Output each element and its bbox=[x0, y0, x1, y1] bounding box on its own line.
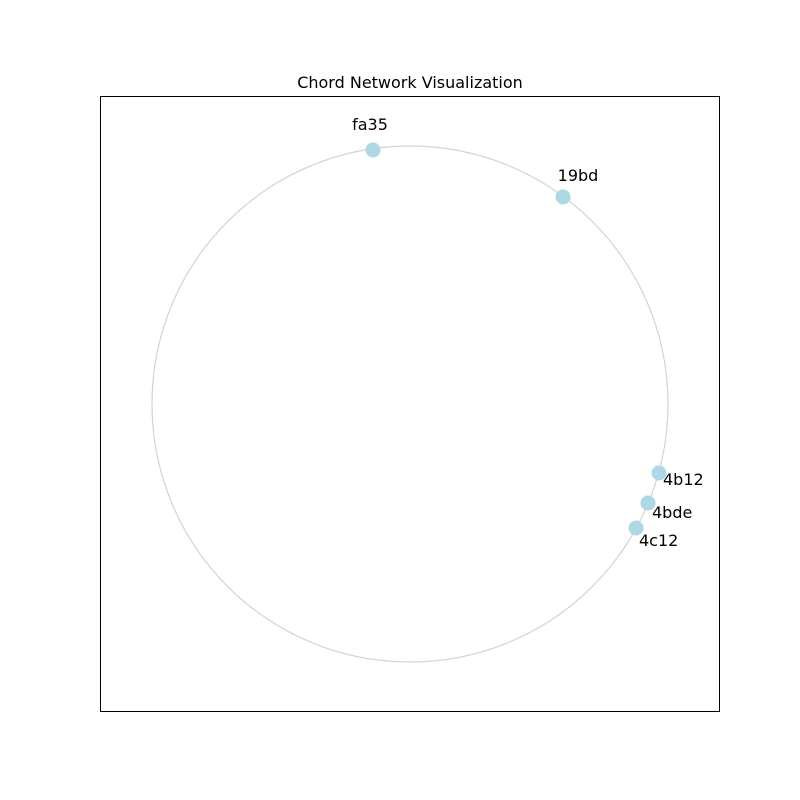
node-label-4c12: 4c12 bbox=[639, 531, 678, 550]
plot-frame bbox=[100, 96, 720, 712]
node-fa35[interactable] bbox=[365, 142, 381, 158]
node-19bd[interactable] bbox=[555, 189, 571, 205]
node-label-4bde: 4bde bbox=[652, 503, 692, 522]
chart-title: Chord Network Visualization bbox=[297, 73, 523, 92]
node-4c12[interactable] bbox=[628, 520, 644, 536]
chord-ring bbox=[151, 145, 669, 663]
node-group: fa35 19bd 4b12 4bde 4c12 bbox=[352, 115, 704, 550]
node-label-19bd: 19bd bbox=[558, 166, 599, 185]
node-4bde[interactable] bbox=[640, 495, 656, 511]
node-4b12[interactable] bbox=[651, 465, 667, 481]
node-label-4b12: 4b12 bbox=[663, 470, 704, 489]
node-label-fa35: fa35 bbox=[352, 115, 388, 134]
